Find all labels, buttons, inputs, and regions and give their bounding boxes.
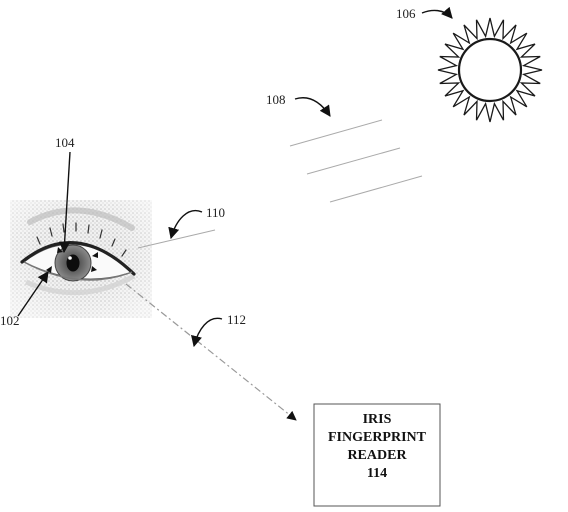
- iris-fingerprint-reader-box: IRIS FINGERPRINT READER 114: [313, 403, 441, 507]
- label-eye: 102: [0, 271, 49, 328]
- svg-text:108: 108: [266, 92, 286, 107]
- svg-text:114: 114: [367, 466, 387, 481]
- svg-text:104: 104: [55, 135, 75, 150]
- svg-text:112: 112: [227, 312, 246, 327]
- svg-text:110: 110: [206, 205, 225, 220]
- svg-text:106: 106: [396, 6, 416, 21]
- light-rays: [289, 119, 423, 203]
- svg-text:READER: READER: [347, 448, 407, 463]
- label-sun: 106: [396, 6, 453, 21]
- eye-image: [10, 200, 152, 318]
- label-light-rays: 108: [266, 92, 331, 117]
- label-reflection: 110: [168, 205, 225, 240]
- svg-text:102: 102: [0, 313, 20, 328]
- svg-text:IRIS: IRIS: [363, 412, 392, 427]
- label-image-path: 112: [191, 312, 246, 348]
- sun-icon: [437, 17, 543, 123]
- svg-text:FINGERPRINT: FINGERPRINT: [328, 430, 427, 445]
- label-iris: 104: [55, 135, 75, 254]
- image-path-arrow: [125, 283, 297, 421]
